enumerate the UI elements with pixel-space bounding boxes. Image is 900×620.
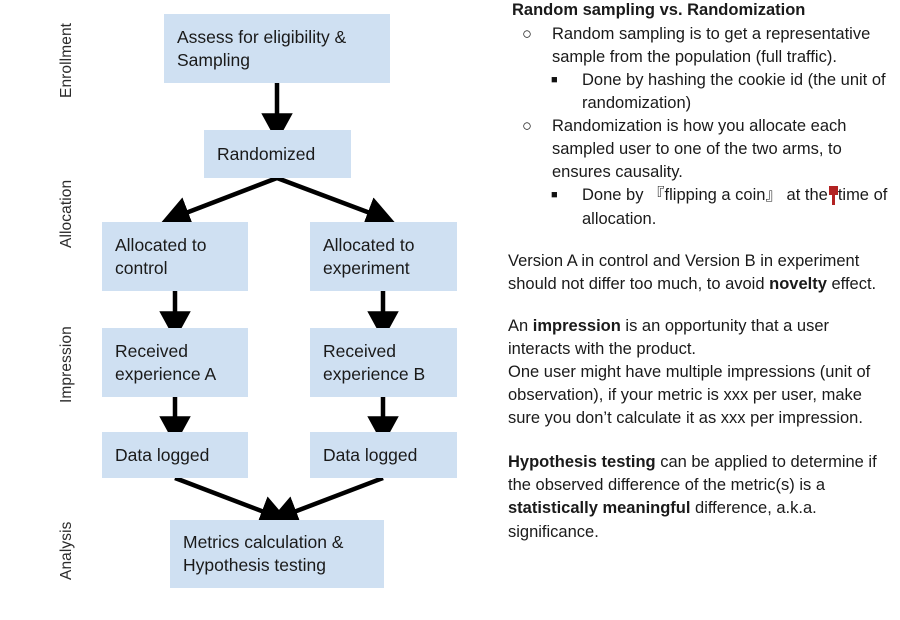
paragraph-impression-def-part-2: is an opportunity that a user interacts … [508, 316, 830, 358]
paragraph-novelty-part-1: novelty [769, 274, 827, 293]
bullet-hashing-cookie-id-text: Done by hashing the cookie id (the unit … [582, 70, 886, 113]
paragraph-impression-def-part-1: impression [532, 316, 621, 335]
hollow-circle-bullet-icon: ○ [522, 24, 532, 43]
node-data-logged-b: Data logged [310, 432, 457, 478]
filled-square-bullet-icon: ■ [551, 189, 558, 202]
paragraph-impression-definition: An impression is an opportunity that a u… [508, 315, 892, 361]
paragraph-hypothesis-testing: Hypothesis testing can be applied to det… [508, 451, 892, 543]
bullet-random-sampling-text: Random sampling is to get a representati… [552, 24, 871, 66]
bullet-randomization-text: Randomization is how you allocate each s… [552, 117, 847, 182]
node-alloc-control-line1: Allocated to [115, 234, 207, 255]
node-randomized: Randomized [204, 130, 351, 178]
node-received-a-line1: Received [115, 340, 188, 361]
node-assess-line2: Sampling [177, 49, 250, 70]
node-logged-b-line1: Data logged [323, 444, 418, 465]
paragraph-novelty-part-2: effect. [826, 274, 877, 293]
node-metrics-line1: Metrics calculation & [183, 532, 344, 553]
node-alloc-control-line2: control [115, 257, 168, 278]
node-data-logged-a: Data logged [102, 432, 248, 478]
paragraph-impression-unit-part-0: One user might have multiple impressions… [508, 362, 871, 428]
red-cursor-marker-icon [828, 186, 838, 206]
bullet-flipping-a-coin-text-before: Done by 『flipping a coin』 at the [582, 186, 828, 205]
node-alloc-experiment-line1: Allocated to [323, 234, 415, 255]
node-allocated-to-experiment: Allocated to experiment [310, 222, 457, 291]
bullet-randomization: ○ Randomization is how you allocate each… [508, 115, 892, 184]
node-assess-eligibility: Assess for eligibility & Sampling [164, 14, 390, 83]
node-logged-a-line1: Data logged [115, 444, 210, 465]
node-assess-line1: Assess for eligibility & [177, 26, 347, 47]
node-metrics-line2: Hypothesis testing [183, 555, 326, 575]
node-randomized-line1: Randomized [217, 143, 316, 164]
bullet-random-sampling: ○ Random sampling is to get a representa… [508, 23, 892, 69]
stage-label-enrollment: Enrollment [58, 22, 75, 98]
paragraph-impression-def-part-0: An [508, 316, 533, 335]
experiment-flow-diagram: Enrollment Allocation Impression Analysi… [58, 14, 457, 588]
node-received-b-line1: Received [323, 340, 396, 361]
bullet-flipping-a-coin-text-after: time of allocation. [582, 186, 888, 228]
paragraph-hypothesis-part-1: can be applied to determine if the obser… [508, 453, 877, 495]
paragraph-novelty-part-0: Version A in control and Version B in ex… [508, 251, 860, 293]
paragraph-hypothesis-part-2: statistically meaningful [508, 499, 691, 518]
filled-square-bullet-icon: ■ [551, 73, 558, 86]
paragraph-hypothesis-part-0: Hypothesis testing [508, 453, 656, 472]
paragraph-novelty: Version A in control and Version B in ex… [508, 250, 892, 296]
notes-column: Random sampling vs. Randomization ○ Rand… [508, 0, 892, 544]
node-received-experience-a: Received experience A [102, 328, 248, 397]
flow-arrows [159, 83, 399, 526]
stage-label-analysis: Analysis [58, 521, 75, 580]
paragraph-impression-unit: One user might have multiple impressions… [508, 361, 892, 430]
hollow-circle-bullet-icon: ○ [522, 117, 532, 136]
node-metrics-hypothesis: Metrics calculation & Hypothesis testing [170, 520, 384, 588]
node-alloc-experiment-line2: experiment [323, 257, 410, 278]
stage-label-allocation: Allocation [58, 179, 75, 248]
stage-label-impression: Impression [58, 326, 75, 403]
notes-heading: Random sampling vs. Randomization [512, 1, 806, 19]
node-received-experience-b: Received experience B [310, 328, 457, 397]
bullet-hashing-cookie-id: ■ Done by hashing the cookie id (the uni… [508, 69, 892, 115]
node-allocated-to-control: Allocated to control [102, 222, 248, 291]
node-received-b-line2: experience B [323, 363, 426, 384]
paragraph-hypothesis-part-3: difference, a.k.a. significance. [508, 499, 817, 541]
node-received-a-line2: experience A [115, 363, 217, 384]
